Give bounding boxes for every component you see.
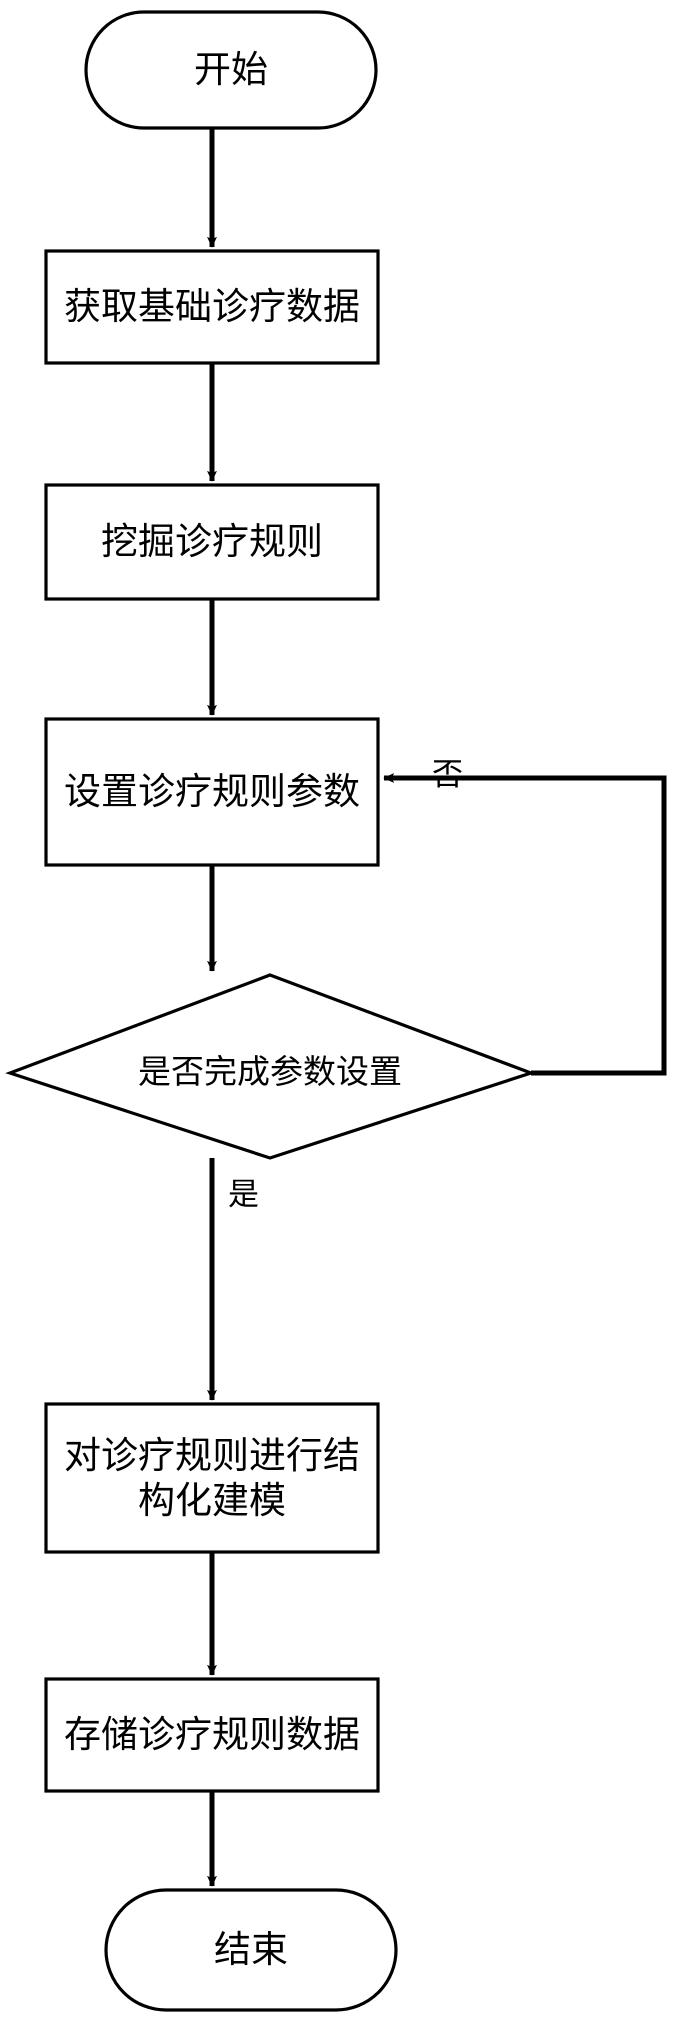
node-shape-acquire [44, 249, 380, 365]
node-shape-mine [44, 483, 380, 601]
node-shape-decide [5, 973, 536, 1160]
node-shape-store [44, 1677, 380, 1793]
node-shape-end [104, 1888, 398, 2012]
node-shape-start [84, 10, 378, 130]
edge-decide-no-to-setparam [383, 773, 667, 1076]
edge-label-yes: 是 [228, 1177, 259, 1213]
node-shape-setparam [44, 717, 380, 867]
edge-label-no: 否 [432, 757, 463, 793]
node-shape-model [44, 1402, 380, 1554]
